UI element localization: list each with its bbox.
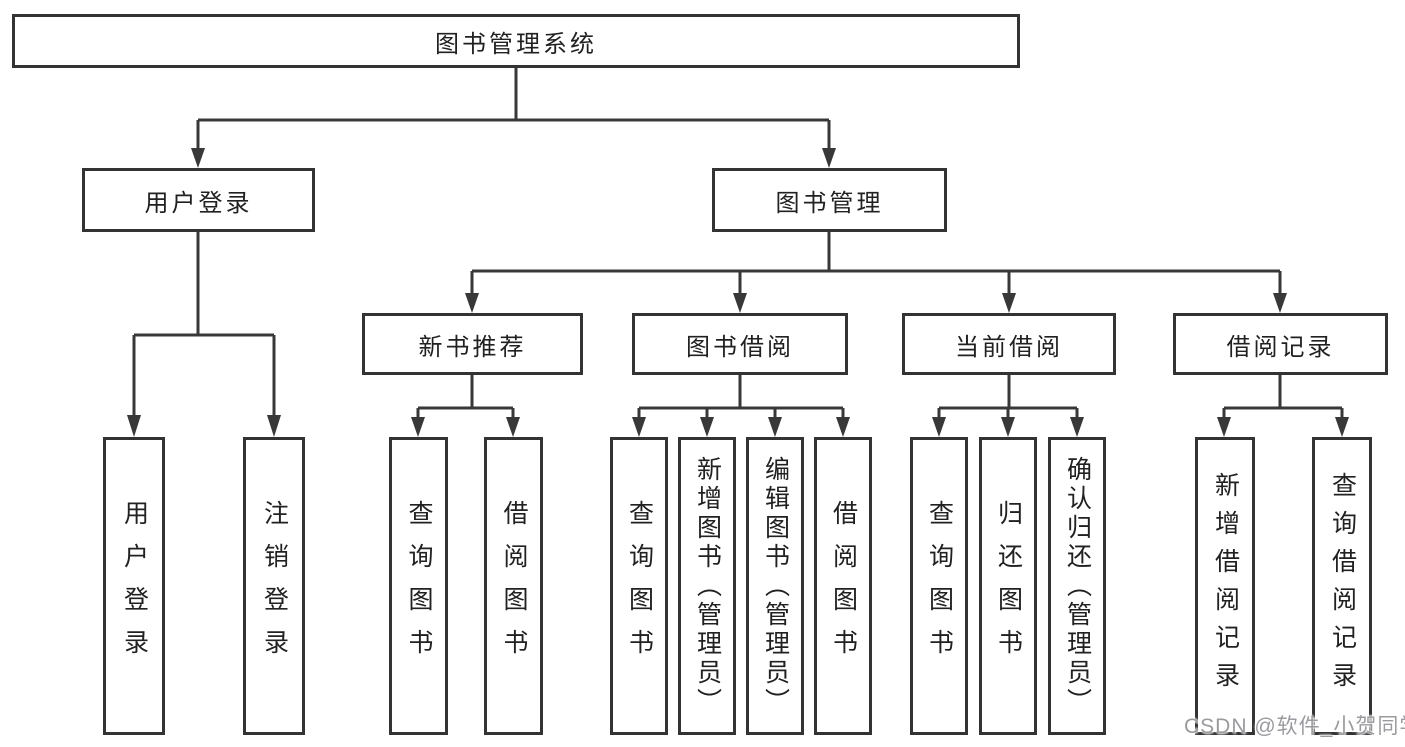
node-library-management-system: 图书管理系统 (12, 14, 1020, 68)
connector-book-management-to-level3 (465, 232, 1287, 313)
connector-root-to-level2 (191, 68, 836, 168)
node-borrowing-records: 借阅记录 (1173, 313, 1388, 375)
node-edit-books-admin: 编辑图书（管理员） (746, 437, 804, 735)
node-label: 新增借阅记录 (1211, 472, 1240, 700)
node-label: 图书借阅 (686, 333, 794, 361)
connector-user-login-to-children (127, 232, 281, 437)
node-book-management: 图书管理 (712, 168, 947, 232)
node-label: 查询图书 (925, 500, 954, 672)
node-label: 借阅记录 (1226, 333, 1335, 361)
node-confirm-return-admin: 确认归还（管理员） (1048, 437, 1106, 735)
node-label: 确认归还（管理员） (1063, 455, 1092, 717)
node-label: 查询图书 (625, 500, 654, 672)
node-borrow-books-recommend: 借阅图书 (484, 437, 543, 735)
node-label: 新书推荐 (418, 333, 527, 361)
node-add-books-admin: 新增图书（管理员） (678, 437, 736, 735)
node-query-books-recommend: 查询图书 (389, 437, 448, 735)
node-logout: 注销登录 (243, 437, 305, 735)
connector-borrowing-records-to-children (1217, 375, 1349, 437)
node-return-books: 归还图书 (979, 437, 1037, 735)
node-query-borrow-record: 查询借阅记录 (1312, 437, 1372, 735)
node-label: 借阅图书 (829, 500, 858, 672)
connector-current-borrowing-to-children (932, 375, 1084, 437)
node-label: 查询借阅记录 (1328, 472, 1357, 700)
node-user-login-leaf: 用户登录 (103, 437, 165, 735)
csdn-watermark: CSDN @软件_小贺同学 (1184, 715, 1405, 738)
connector-new-book-to-children (411, 375, 520, 437)
node-label: 新增图书（管理员） (693, 455, 722, 717)
node-label: 当前借阅 (955, 333, 1063, 361)
node-label: 归还图书 (994, 500, 1023, 672)
node-user-login: 用户登录 (82, 168, 315, 232)
node-label: 编辑图书（管理员） (761, 455, 790, 717)
node-query-books-current: 查询图书 (910, 437, 968, 735)
node-label: 借阅图书 (500, 500, 528, 672)
node-label: 图书管理系统 (435, 30, 597, 58)
node-new-book-recommendation: 新书推荐 (362, 313, 583, 375)
node-book-borrowing: 图书借阅 (632, 313, 848, 375)
node-label: 查询图书 (405, 500, 433, 672)
node-add-borrow-record: 新增借阅记录 (1195, 437, 1255, 735)
node-borrow-books-leaf: 借阅图书 (814, 437, 872, 735)
node-current-borrowing: 当前借阅 (902, 313, 1116, 375)
node-label: 注销登录 (260, 500, 289, 672)
node-label: 用户登录 (144, 189, 253, 217)
node-label: 用户登录 (120, 500, 149, 672)
node-query-books-borrowing: 查询图书 (610, 437, 668, 735)
node-label: 图书管理 (775, 189, 884, 217)
connector-book-borrowing-to-children (632, 375, 850, 437)
